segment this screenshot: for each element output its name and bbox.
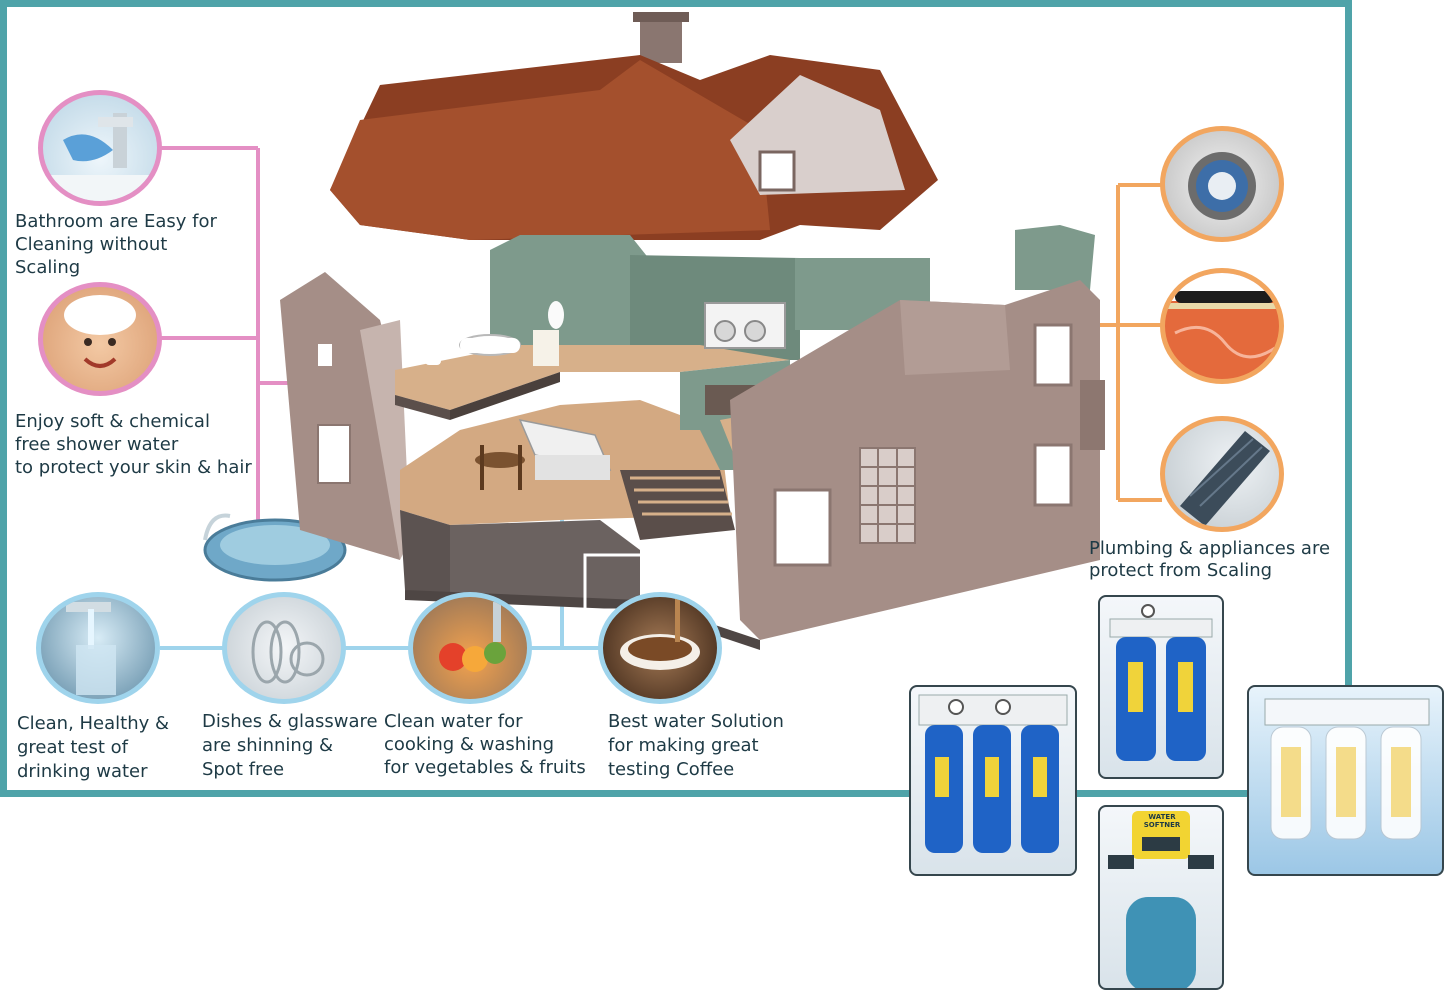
label-shower: Enjoy soft & chemical free shower water … <box>15 411 252 478</box>
glass-icon <box>66 602 116 695</box>
child-face-icon <box>64 295 136 368</box>
dishes-photo <box>222 592 346 704</box>
label-bathroom: Bathroom are Easy for Cleaning without S… <box>15 211 217 278</box>
solar-panel-photo <box>1160 416 1284 532</box>
glass-block-window <box>859 447 916 544</box>
drinking-water-photo <box>36 592 160 704</box>
product-three-clear-filters <box>1247 685 1444 876</box>
label-dishes: Dishes & glassware are shinning & Spot f… <box>202 711 378 780</box>
label-coffee: Best water Solution for making great tes… <box>608 711 784 780</box>
floor-heating-photo <box>1160 268 1284 384</box>
softener-tank-icon <box>1108 811 1214 988</box>
product-three-blue-filters <box>909 685 1077 876</box>
solar-panel-icon <box>1180 431 1270 526</box>
vegetables-photo <box>408 592 532 704</box>
filter-housing-icon-2 <box>1109 604 1213 761</box>
product-water-softener: WATER SOFTNER <box>1098 805 1224 990</box>
coffee-photo <box>598 592 722 704</box>
label-drinking: Clean, Healthy & great test of drinking … <box>17 713 170 782</box>
child-shower-photo <box>38 282 162 396</box>
plates-icon <box>251 620 325 684</box>
clear-filter-icon <box>1264 698 1430 840</box>
basin-graphic <box>203 513 347 582</box>
fruit-bowl-icon <box>439 602 506 672</box>
label-plumbing: Plumbing & appliances are protect from S… <box>1089 538 1331 581</box>
washing-machine-photo <box>1160 126 1284 242</box>
label-cooking: Clean water for cooking & washing for ve… <box>384 711 586 778</box>
product-two-blue-filters <box>1098 595 1224 779</box>
faucet-icon <box>43 113 157 201</box>
house <box>280 12 1105 650</box>
filter-housing-icon <box>918 694 1068 853</box>
bathroom-cleaning-photo <box>38 90 162 206</box>
softener-label: WATER SOFTNER <box>1143 813 1181 829</box>
washing-machine-icon <box>1188 152 1256 220</box>
heating-pipe-icon <box>1165 273 1279 359</box>
coffee-cup-icon <box>620 597 700 670</box>
